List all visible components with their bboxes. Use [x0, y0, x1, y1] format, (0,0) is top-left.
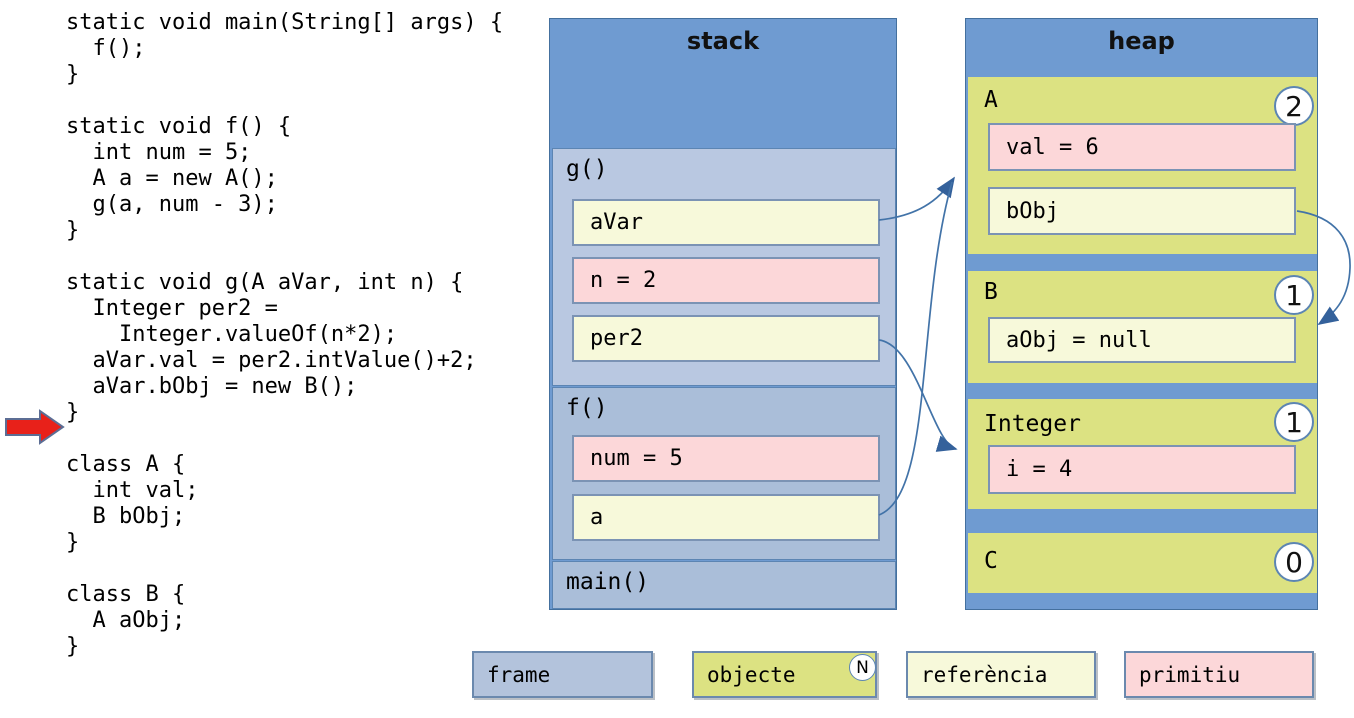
object-label-b: B — [984, 279, 998, 305]
frame-label-g: g() — [566, 156, 608, 182]
execution-pointer-arrow — [5, 409, 65, 445]
legend-label-frame: frame — [487, 662, 551, 687]
var-box-n: n = 2 — [572, 257, 880, 304]
field-box-val: val = 6 — [988, 123, 1296, 171]
legend-label-referencia: referència — [921, 662, 1048, 687]
object-label-c: C — [984, 548, 998, 574]
frame-label-main: main() — [566, 569, 650, 595]
legend-item-objecte: objecte N — [692, 651, 877, 698]
code-listing: static void main(String[] args) { f(); }… — [66, 10, 504, 659]
stack-title: stack — [686, 27, 760, 55]
refcount-badge-a: 2 — [1274, 86, 1314, 126]
heap-title: heap — [1108, 27, 1175, 55]
field-box-aobj: aObj = null — [988, 317, 1296, 363]
var-box-per2: per2 — [572, 315, 880, 362]
heap-object-integer: Integer 1 i = 4 — [968, 399, 1317, 509]
heap-panel: heap A 2 val = 6 bObj B 1 aObj = null In… — [965, 18, 1318, 610]
stack-panel: stack g() aVar n = 2 per2 f() num = 5 a … — [549, 18, 897, 610]
refcount-badge-c: 0 — [1274, 542, 1314, 582]
frame-label-f: f() — [566, 395, 608, 421]
legend-item-frame: frame — [472, 651, 653, 698]
heap-object-a: A 2 val = 6 bObj — [968, 77, 1317, 254]
legend-label-objecte: objecte — [707, 662, 796, 687]
heap-object-b: B 1 aObj = null — [968, 271, 1317, 383]
field-box-bobj: bObj — [988, 187, 1296, 235]
legend-refcount-badge: N — [849, 654, 876, 681]
legend-item-primitiu: primitiu — [1124, 651, 1314, 698]
var-box-a: a — [572, 494, 880, 541]
heap-object-c: C 0 — [968, 533, 1317, 593]
stack-frame-main: main() — [552, 561, 896, 609]
object-label-a: A — [984, 87, 998, 113]
stack-frame-g: g() aVar n = 2 per2 — [552, 148, 896, 386]
stack-frame-f: f() num = 5 a — [552, 387, 896, 560]
refcount-badge-b: 1 — [1274, 275, 1314, 315]
var-box-avar: aVar — [572, 199, 880, 246]
var-box-num: num = 5 — [572, 435, 880, 482]
refcount-badge-integer: 1 — [1274, 402, 1314, 442]
object-label-integer: Integer — [984, 411, 1081, 437]
field-box-i: i = 4 — [988, 445, 1296, 494]
legend-item-referencia: referència — [906, 651, 1096, 698]
legend-label-primitiu: primitiu — [1139, 662, 1241, 687]
